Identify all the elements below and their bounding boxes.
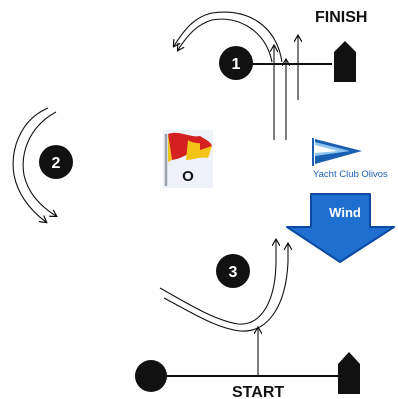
rounding-path-mark-3 xyxy=(159,240,288,332)
start-committee-boat-icon xyxy=(338,352,360,394)
mark-3-number: 3 xyxy=(229,264,238,281)
mark-2-number: 2 xyxy=(52,155,61,172)
finish-committee-boat-icon xyxy=(334,41,356,82)
flag-yellow-half xyxy=(168,134,172,162)
flag-red-half xyxy=(168,132,200,160)
rounding-path-mark-2 xyxy=(12,107,56,222)
mark-2: 2 xyxy=(39,145,73,179)
flag-letter: O xyxy=(182,168,194,185)
leg-to-mark-1 xyxy=(274,36,298,140)
mark-3: 3 xyxy=(216,254,250,288)
rounding-path-mark-1 xyxy=(174,11,283,63)
mark-1: 1 xyxy=(219,46,253,80)
wind-arrow: Wind xyxy=(286,193,395,263)
club-name: Yacht Club Olivos xyxy=(313,169,388,180)
start-line: START xyxy=(135,352,360,399)
finish-label: FINISH xyxy=(315,9,367,26)
wind-label: Wind xyxy=(329,205,361,220)
flag-o: O xyxy=(163,130,213,188)
start-label: START xyxy=(232,384,284,399)
club-logo: Yacht Club Olivos xyxy=(312,138,388,180)
finish-line: FINISH xyxy=(236,9,367,82)
mark-1-number: 1 xyxy=(232,56,241,73)
